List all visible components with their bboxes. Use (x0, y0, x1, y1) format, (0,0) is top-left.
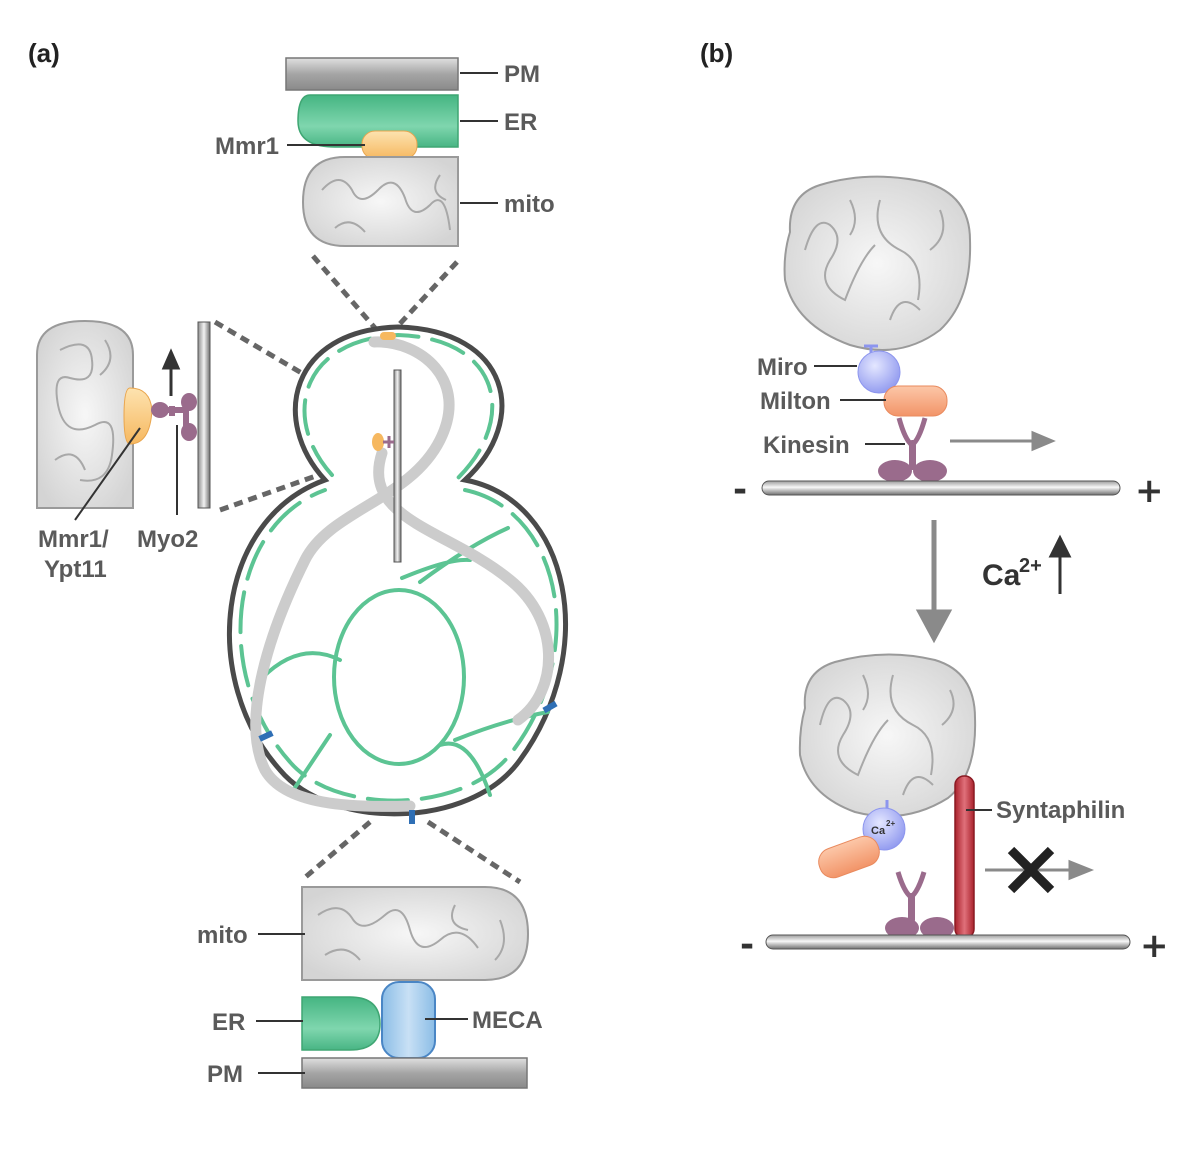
mmr1-ypt11-label-2: Ypt11 (44, 556, 107, 583)
minus-end-top: - (733, 470, 747, 510)
minus-end-bottom: - (740, 925, 754, 965)
top-inset: PM ER Mmr1 mito (215, 57, 555, 247)
panel-a-label: (a) (28, 38, 60, 68)
miro-label: Miro (757, 354, 808, 381)
calcium-trigger: Ca 2+ (915, 520, 1072, 644)
panel-b-label: (b) (700, 38, 733, 68)
cristae-bottom (317, 904, 505, 961)
left-inset: Mmr1/ Ypt11 Myo2 (36, 319, 211, 583)
pm-label-top: PM (504, 61, 540, 88)
cristae-b-bottom (819, 674, 955, 796)
kinesin-label: Kinesin (763, 432, 850, 459)
meca-marker-3 (409, 810, 415, 824)
milton-protein (883, 385, 948, 417)
mito-body-bottom (301, 886, 530, 981)
cristae-left (54, 339, 115, 482)
mmr1-ypt11-protein (123, 387, 153, 445)
er-body-bottom (301, 996, 381, 1051)
kinesin-motor (878, 417, 947, 482)
mmr1-label: Mmr1 (215, 133, 279, 160)
er-label-top: ER (504, 109, 537, 136)
mmr1-ypt11-label-1: Mmr1/ (38, 526, 109, 553)
cortical-er-mother (238, 488, 559, 803)
pm-label-bottom: PM (207, 1061, 243, 1088)
block-cross (1007, 846, 1055, 894)
meca-label: MECA (472, 1007, 543, 1034)
plasma-membrane-bottom (301, 1057, 528, 1089)
er-body (297, 94, 459, 148)
actin-cable (393, 369, 402, 563)
transition-arrow (915, 520, 953, 644)
mmr1-protein (361, 130, 418, 160)
meca-marker-2 (542, 700, 558, 714)
ca-charge-label: 2+ (1019, 555, 1042, 577)
mito-label-bottom: mito (197, 922, 248, 949)
plus-end-bottom: + (1140, 926, 1169, 966)
syntaphilin-protein (954, 775, 975, 939)
myo2-marker (383, 436, 394, 448)
syntaphilin-label: Syntaphilin (996, 797, 1125, 824)
myo2-motor (151, 393, 197, 441)
miro-protein (857, 350, 901, 394)
milton-released (818, 835, 880, 879)
direction-arrow-up (161, 348, 181, 396)
mito-b-bottom (798, 653, 977, 818)
microtubule-top (761, 480, 1121, 496)
ca-increase-arrow (1048, 534, 1072, 594)
plus-end-top: + (1135, 471, 1164, 511)
mito-body-left (36, 319, 134, 509)
cortical-er-bud (302, 332, 495, 480)
microtubule-bottom (765, 934, 1131, 950)
myo2-label: Myo2 (137, 526, 198, 553)
ca-ion-label: Ca (982, 559, 1021, 592)
anchored-state: Ca 2+ Syntaphilin - + (740, 653, 1169, 966)
ca-badge-label: Ca (871, 825, 886, 837)
movement-arrow (950, 430, 1056, 452)
nuclear-er (332, 588, 466, 766)
bottom-inset: mito ER MECA PM (197, 886, 543, 1089)
transport-state: Miro Milton Kinesin - + (733, 175, 1164, 511)
actin-cable-left (197, 321, 211, 509)
mito-label-top: mito (504, 191, 555, 218)
mmr1-marker (380, 332, 396, 340)
cristae (321, 174, 451, 233)
cristae-b-top (804, 199, 945, 321)
milton-label: Milton (760, 388, 831, 415)
mito-b-top (783, 175, 972, 351)
plasma-membrane (285, 57, 459, 91)
mito-tubule-2 (373, 447, 554, 726)
budding-yeast-cell (227, 324, 568, 824)
mito-tubule-1 (250, 336, 455, 812)
er-label-bottom: ER (212, 1009, 245, 1036)
kinesin-detached (885, 871, 954, 939)
mmr1-ypt11-marker (372, 433, 384, 451)
meca-marker-1 (258, 730, 274, 742)
ca-badge-charge: 2+ (886, 819, 895, 828)
